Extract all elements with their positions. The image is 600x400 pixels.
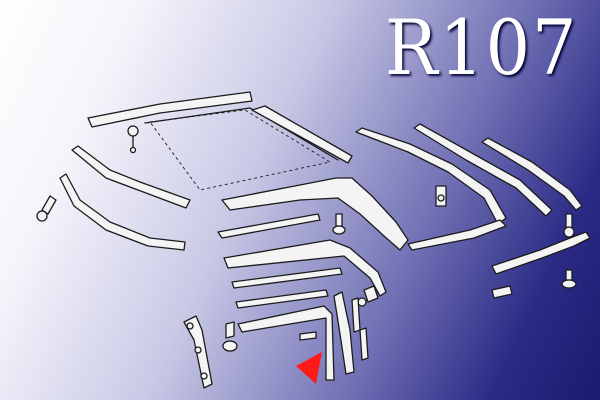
clip-icon: [127, 125, 139, 154]
screw-icon: [561, 269, 577, 289]
screw-icon: [332, 213, 346, 235]
screw-icon: [563, 213, 575, 238]
seal-strip-3: [231, 267, 343, 289]
screw-icon: [36, 195, 57, 222]
screw-icon: [357, 285, 379, 307]
trim-strip-left-upper: [71, 145, 191, 209]
lower-rail-right: [407, 219, 507, 251]
seal-strip-5: [237, 305, 335, 381]
seal-strip-4: [235, 289, 329, 309]
seal-strip-2: [223, 239, 387, 297]
seal-strip-1: [217, 213, 321, 239]
small-bracket: [491, 285, 513, 299]
roof-frame-main: [221, 177, 409, 251]
pillar-trim-thin: [351, 297, 361, 333]
clip-icon: [222, 321, 238, 352]
side-trim-right-1: [355, 127, 507, 225]
windshield-frame-top: [87, 91, 339, 191]
lower-rail-right-2: [491, 231, 591, 275]
trim-strip-left-lower: [59, 173, 186, 251]
clip-icon: [435, 185, 447, 207]
side-trim-right-3: [481, 137, 583, 211]
model-title: R107: [384, 3, 578, 92]
windshield-trim-right: [251, 105, 353, 164]
side-trim-right-2: [413, 123, 553, 217]
screw-icon: [299, 331, 317, 341]
clip-icon: [186, 322, 208, 380]
pillar-trim-thin-2: [359, 327, 369, 361]
pillar-trim-middle: [333, 291, 355, 375]
pointer-arrow-icon: [296, 352, 322, 384]
